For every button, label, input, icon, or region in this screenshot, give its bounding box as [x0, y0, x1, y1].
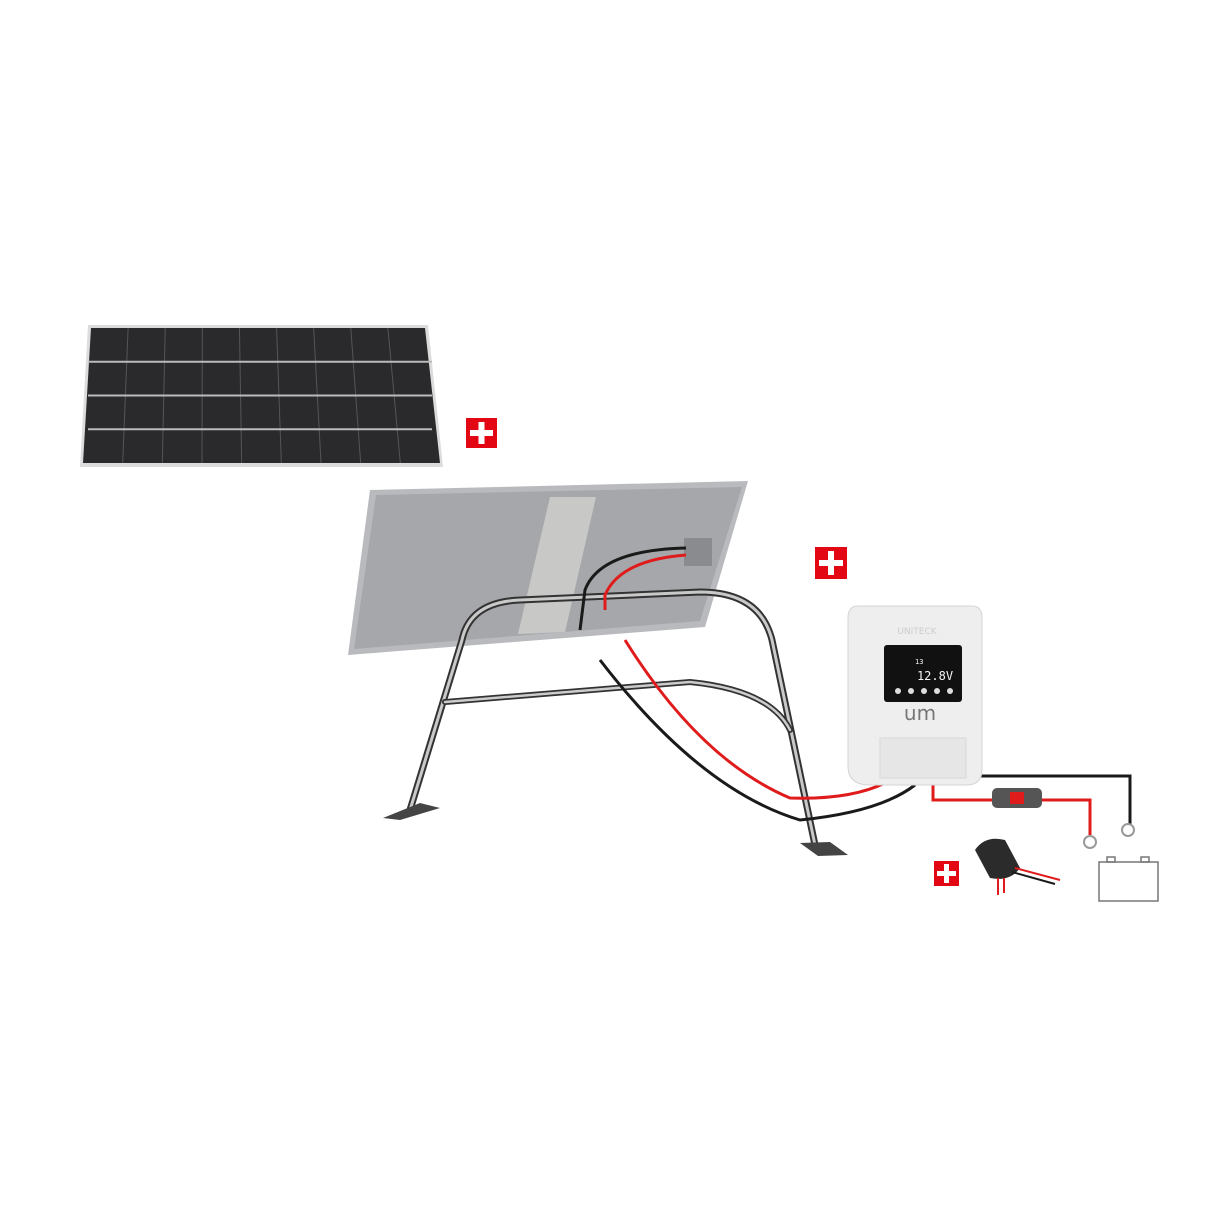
display-small-value: 13: [915, 658, 923, 666]
mppt-charge-controller: 12.8V 13 um UNITECK: [847, 605, 983, 786]
solar-panel-back: [348, 481, 748, 655]
inline-fuse: [992, 788, 1042, 808]
battery-fuse-holder: [975, 838, 1061, 895]
pv-cables: [578, 546, 1135, 849]
plus-icon: [934, 861, 959, 886]
plus-icon: [466, 418, 497, 448]
junction-box: [684, 538, 712, 566]
model-mark: um: [904, 701, 936, 725]
battery-icon: [1098, 856, 1159, 902]
brand-logo: UNITECK: [897, 627, 937, 637]
solar-panel-front: [80, 325, 443, 467]
plus-icon: [815, 547, 847, 579]
display-voltage: 12.8V: [917, 669, 953, 683]
tilt-stand: [383, 588, 848, 856]
